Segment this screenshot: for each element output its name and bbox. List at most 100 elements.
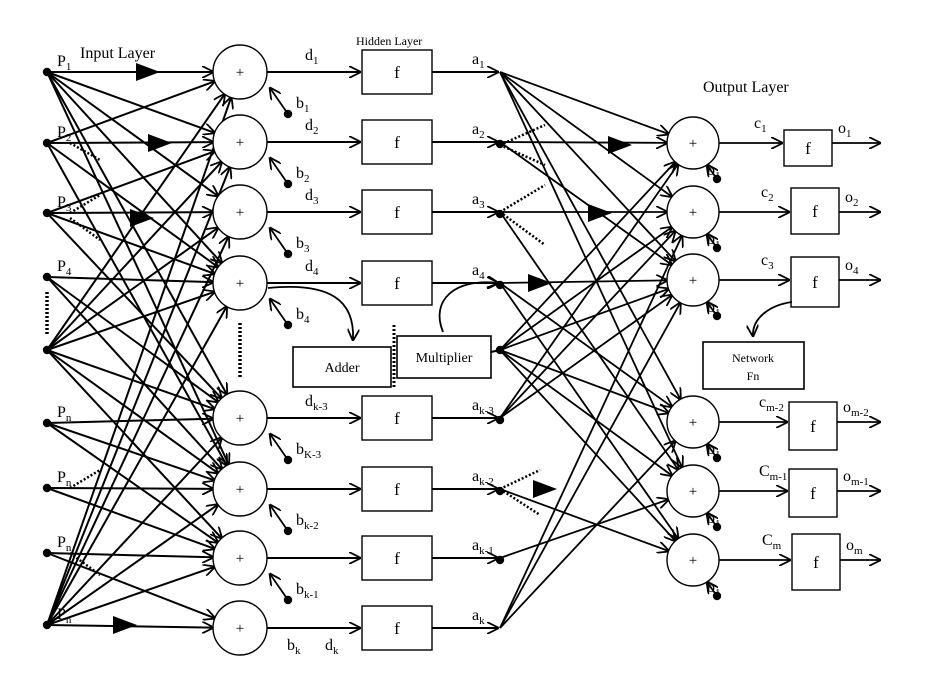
input-node-3 [42,208,52,218]
hidden-dashed-mark [499,143,546,167]
output-bias-label-3: b1 [707,299,721,319]
multiplier-label: Multiplier [416,351,473,366]
output-activation-symbol: f [813,553,819,572]
input-hidden-edge [46,142,218,267]
input-label-1: P1 [57,53,71,73]
output-o-label-1: o1 [838,120,852,140]
input-hidden-edge [46,97,231,626]
output-bias-dot-1 [712,174,722,184]
hidden-activation-box-5 [361,395,433,441]
hidden-output-edge [499,71,675,261]
output-sum-symbol: + [689,205,697,221]
hidden-bias-label-7: bk-1 [296,581,319,601]
hidden-sum-node-8 [212,600,268,656]
hidden-a-label-1: a1 [472,51,485,71]
hidden-sum-symbol: + [236,65,244,81]
hidden-d-label-3: d3 [305,187,319,207]
output-sum-symbol: + [689,136,697,152]
output-layer-heading: Output Layer [703,79,789,96]
hidden-activation-box-6 [361,466,433,512]
multiplier-output-edge [499,349,675,541]
input-hidden-edge [46,236,229,626]
hidden-bias-edge [270,228,289,255]
output-o-label-2: o2 [845,189,859,209]
input-hidden-edge [46,422,214,480]
input-label-9: Pn [57,606,72,626]
hidden-layer-heading: Hidden Layer [356,34,422,48]
hidden-sum-symbol: + [236,621,244,637]
hidden-bias-edge [270,434,289,461]
output-bias-label-2: b1 [707,231,721,251]
input-layer-heading: Input Layer [80,45,156,62]
output-bias-dot-3 [712,311,722,321]
activation-symbol: f [394,274,400,293]
input-label-2: P2 [57,124,71,144]
hidden-output-edge [499,231,675,419]
input-hidden-edge [46,292,214,351]
output-activation-symbol: f [812,273,818,292]
hidden-output-edge [499,141,672,265]
hidden-bias-label-5: bK-3 [296,441,322,461]
multiplier-to-a4-curve [438,282,498,333]
hidden-output-dot-3 [495,209,505,219]
hidden-output-edge [499,500,668,559]
hidden-sum-symbol: + [236,205,244,221]
output-activation-box-2 [790,187,840,235]
output-sum-symbol: + [689,484,697,500]
input-hidden-edge [46,212,215,274]
hidden-output-edge [499,295,672,419]
output-activation-symbol: f [805,139,811,158]
connection-lines [46,71,880,629]
hidden-bias-dot-4 [283,320,293,330]
hidden-activation-box-7 [361,535,433,581]
activation-symbol: f [394,203,400,222]
input-hidden-edge [46,307,227,626]
output-flow-triangle [533,480,557,498]
input-label-6: Pn [57,404,72,424]
hidden-sum-node-3 [212,184,268,240]
output-sum-node-3 [666,253,720,307]
hidden-a-label-5: ak-3 [472,397,494,417]
hidden-output-edge [499,211,678,470]
input-flow-triangle [148,134,172,152]
input-dashed-mark [69,193,101,215]
hidden-a-label-3: a3 [472,191,485,211]
hidden-sum-symbol: + [236,551,244,567]
hidden-sum-symbol: + [236,135,244,151]
hidden-sum-node-7 [212,530,268,586]
input-dashed-mark [69,468,101,490]
hidden-dashed-mark [499,183,546,214]
activation-symbol: f [394,409,400,428]
multiplier-output-edge [499,349,672,476]
hidden-output-edge [499,236,682,629]
input-label-7: Pn [57,469,72,489]
hidden-bias-label-6: bk-2 [296,512,319,532]
output-bias-label-4: b1 [707,441,721,461]
hidden-sum-node-5 [212,390,268,446]
output-sum-symbol: + [689,415,697,431]
activation-symbol: f [394,480,400,499]
hidden-output-dot-5 [495,415,505,425]
hidden-d-label-1: d1 [305,47,319,67]
output-bias-label-1: b1 [707,162,721,182]
hidden-dashed-mark [499,123,546,147]
hidden-bias-label-1: b1 [296,95,310,115]
input-flow-triangle [130,209,154,227]
input-hidden-edge [46,349,215,409]
input-hidden-edge [46,277,213,282]
output-c-label-5: Cm-1 [759,463,787,483]
output-sum-node-4 [666,395,720,449]
output-activation-symbol: f [810,484,816,503]
output-bias-label-6: b1 [707,579,721,599]
input-node-7 [42,483,52,493]
hidden-bias-label-4: b4 [296,306,310,326]
input-hidden-edge [46,228,218,351]
hidden-sum-node-1 [212,44,268,100]
output-flow-triangle [588,204,612,222]
hidden-bias-dot-6 [283,526,293,536]
output-c-label-3: c3 [761,252,774,272]
hidden-sum-symbol: + [236,276,244,292]
node-labels: P1P2P3P4PnPnPnPn+fd1b1a1+fd2b2a2+fd3b3a3… [57,47,869,657]
input-hidden-edge [46,488,213,489]
